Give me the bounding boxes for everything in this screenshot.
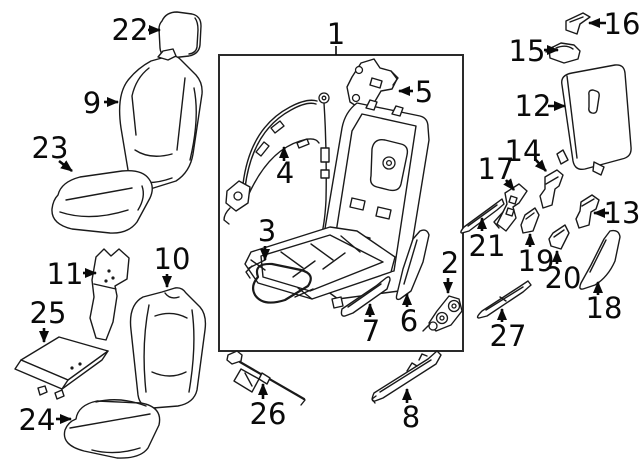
seatback-foam-art	[129, 287, 207, 409]
callout-17-label: 17	[478, 152, 515, 186]
callout-7-label: 7	[362, 314, 380, 348]
clip-art	[565, 12, 591, 35]
trim-rail-27-art	[476, 280, 532, 319]
callout-14: 14	[505, 134, 547, 172]
callout-19: 19	[518, 233, 555, 278]
side-bracket-art	[340, 276, 391, 317]
callout-4-label: 4	[276, 156, 294, 190]
callout-26-label: 26	[250, 397, 287, 431]
callout-23: 23	[32, 131, 73, 173]
cushion-panel-art	[14, 336, 109, 400]
callout-18: 18	[586, 281, 623, 325]
callout-24: 24	[19, 403, 72, 437]
callout-12-label: 12	[515, 89, 552, 123]
callout-4: 4	[276, 146, 294, 190]
trim-piece-20-art	[548, 224, 570, 250]
callout-1: 1	[327, 17, 345, 55]
trim-rail-21-art	[460, 198, 505, 234]
callout-23-label: 23	[32, 131, 69, 165]
callout-17: 17	[478, 152, 516, 191]
callout-9: 9	[83, 86, 119, 120]
seat-track-art	[371, 350, 442, 404]
callout-13: 13	[593, 196, 640, 230]
recliner-mechanism-art	[422, 295, 463, 332]
callout-13-label: 13	[604, 196, 640, 230]
callout-15-label: 15	[509, 34, 546, 68]
callout-10-label: 10	[154, 242, 191, 276]
callout-18-label: 18	[586, 291, 623, 325]
callout-24-label: 24	[19, 403, 56, 437]
callout-11: 11	[47, 257, 97, 291]
callout-27-label: 27	[490, 319, 527, 353]
callout-1-label: 1	[327, 17, 345, 51]
side-shield-art	[395, 229, 430, 301]
callout-20: 20	[545, 250, 582, 295]
mounting-bracket-art	[346, 58, 399, 110]
callout-20-label: 20	[545, 261, 582, 295]
callout-7: 7	[362, 303, 380, 348]
callout-3: 3	[258, 214, 276, 261]
callout-25-label: 25	[30, 296, 67, 330]
seatback-panel-art	[556, 64, 632, 176]
callout-12: 12	[515, 89, 566, 123]
seat-pan-art	[244, 226, 396, 309]
callout-17-arrow	[503, 178, 516, 191]
callout-21: 21	[469, 217, 506, 263]
main-assembly-box	[218, 54, 464, 352]
seatback-cover-art	[118, 48, 203, 192]
callout-22-label: 22	[112, 13, 149, 47]
latch-striker-art	[545, 42, 581, 64]
callout-5-label: 5	[415, 75, 433, 109]
trim-piece-14-art	[539, 169, 564, 209]
callout-2: 2	[441, 246, 459, 294]
callout-25: 25	[30, 296, 67, 343]
callout-21-label: 21	[469, 229, 506, 263]
callout-2-label: 2	[441, 246, 459, 280]
callout-6: 6	[400, 293, 418, 338]
callout-10: 10	[154, 242, 191, 288]
callout-16: 16	[588, 7, 640, 41]
trim-piece-19-art	[520, 207, 540, 234]
headrest-guide-art	[575, 194, 600, 229]
callout-19-label: 19	[518, 244, 555, 278]
callout-8: 8	[402, 388, 420, 434]
callout-27: 27	[490, 308, 527, 353]
seatback-pad-art	[89, 248, 130, 341]
callout-15: 15	[509, 34, 559, 68]
callout-6-label: 6	[400, 304, 418, 338]
callout-22: 22	[112, 13, 161, 47]
callout-11-label: 11	[47, 257, 84, 291]
callout-26: 26	[250, 383, 287, 431]
callout-9-label: 9	[83, 86, 101, 120]
side-trim-panel-art	[579, 229, 621, 290]
callout-3-label: 3	[258, 214, 276, 248]
callout-5: 5	[398, 75, 433, 109]
support-wire-art	[248, 259, 314, 304]
cushion-cover-art	[51, 169, 153, 234]
callout-14-arrow	[534, 158, 547, 172]
release-cables-art	[223, 92, 330, 234]
callout-8-label: 8	[402, 400, 420, 434]
callout-23-arrow	[58, 159, 73, 173]
cushion-foam-art	[63, 399, 161, 459]
release-cable-art	[226, 350, 306, 406]
latch-bracket-art	[493, 183, 528, 232]
callout-16-label: 16	[604, 7, 640, 41]
